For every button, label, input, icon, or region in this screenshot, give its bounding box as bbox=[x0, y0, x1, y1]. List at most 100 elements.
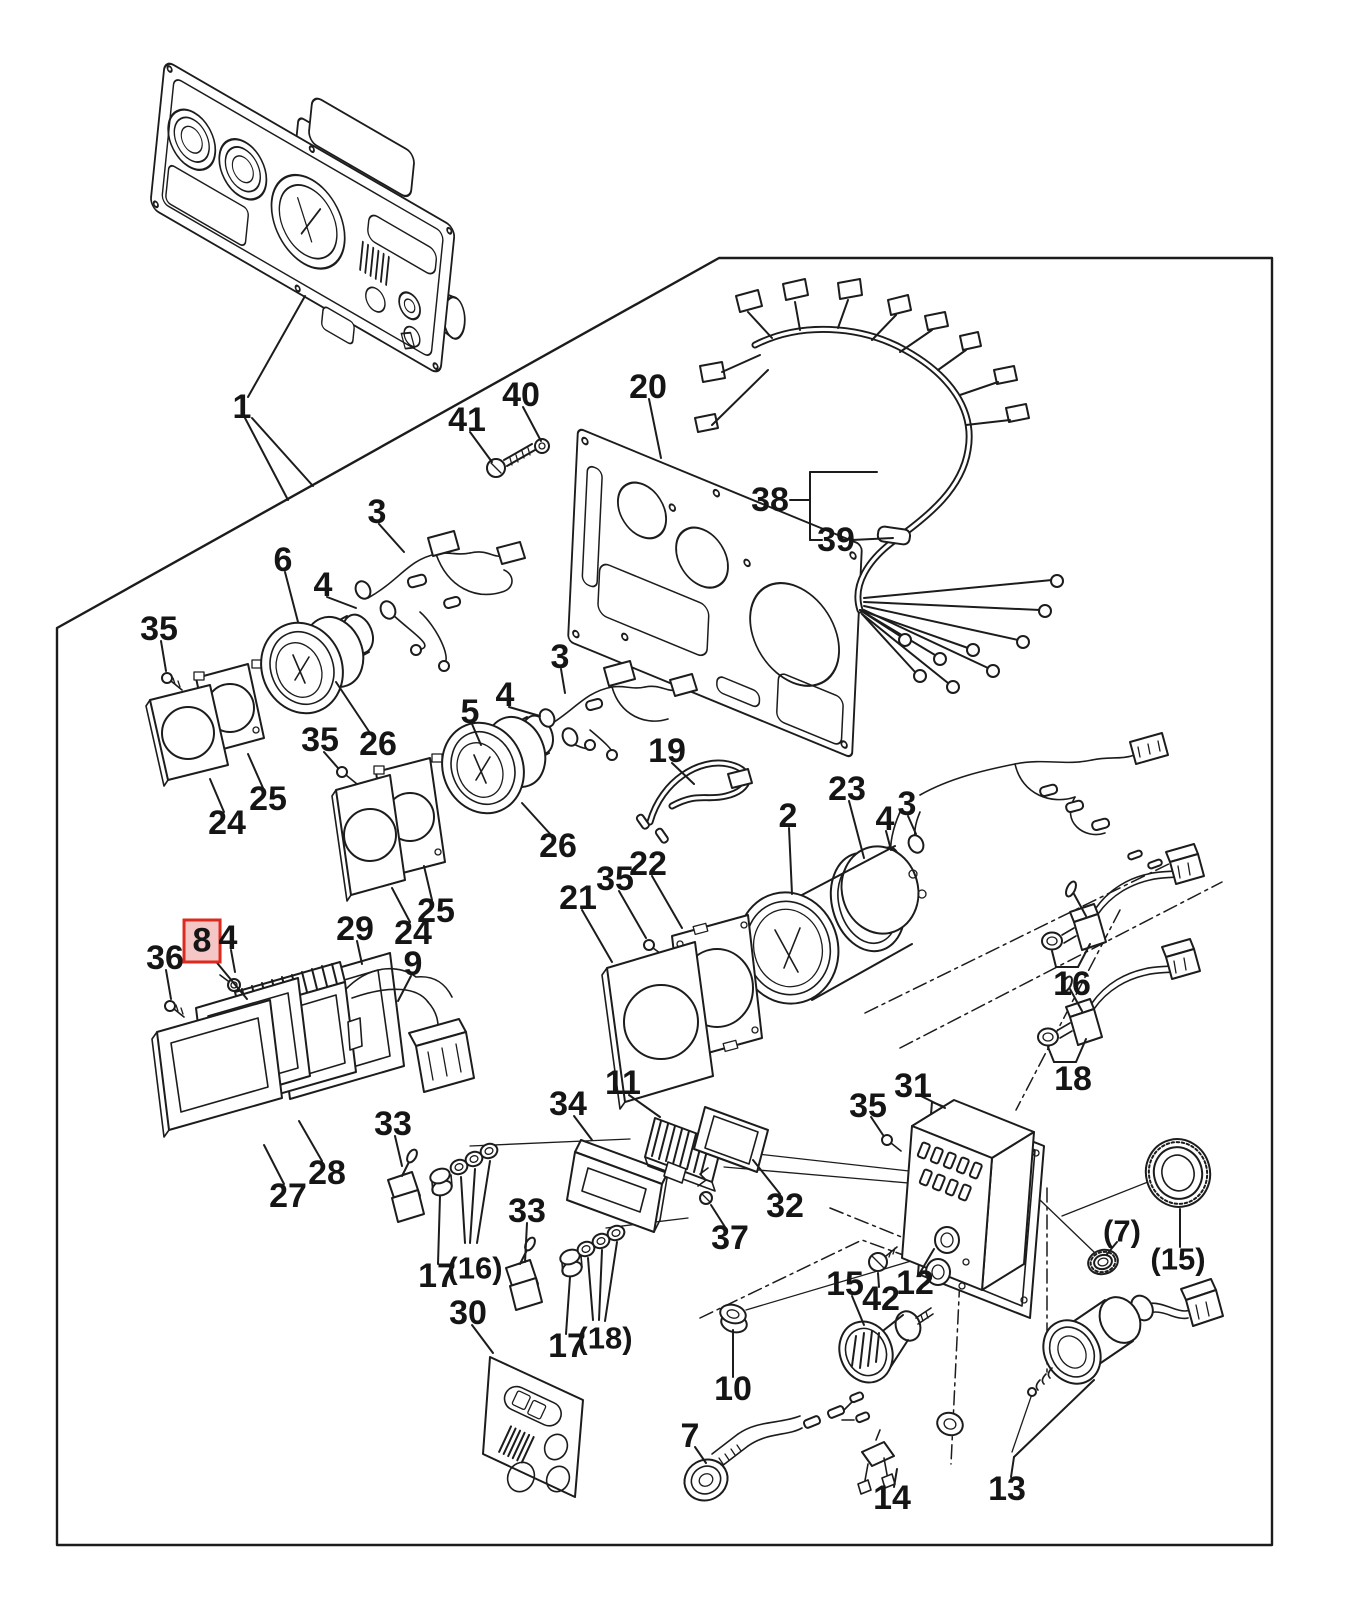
grommet-14-drawing bbox=[936, 1411, 964, 1437]
switch-33b-drawing bbox=[505, 1236, 543, 1311]
plate-34-drawing bbox=[566, 1139, 669, 1233]
leader-line-14 bbox=[893, 1468, 898, 1488]
washers-16-drawing bbox=[449, 1142, 499, 1176]
leader-line-4 bbox=[326, 596, 357, 609]
leader-line-25 bbox=[423, 865, 433, 901]
leader-line-12 bbox=[920, 1248, 935, 1272]
callout-24-12: 24 bbox=[208, 804, 246, 842]
leader-line-(16) bbox=[476, 1160, 491, 1244]
leader-line-11 bbox=[628, 1094, 661, 1118]
leader-line-4 bbox=[508, 706, 541, 717]
leader-line-6 bbox=[284, 571, 299, 623]
leader-line-32 bbox=[752, 1159, 781, 1195]
callout-21-20: 21 bbox=[559, 879, 597, 917]
leader-line-13 bbox=[1013, 1379, 1095, 1458]
leader-line-35 bbox=[323, 751, 339, 769]
callout-28-34: 28 bbox=[308, 1154, 346, 1192]
leader-line-15 bbox=[851, 1295, 865, 1326]
callout-4-30: 4 bbox=[218, 919, 238, 957]
callout-10-46: 10 bbox=[714, 1370, 752, 1408]
callout-25-11: 25 bbox=[249, 780, 287, 818]
leader-line-(16) bbox=[460, 1176, 466, 1244]
leader-line-35 bbox=[870, 1116, 884, 1136]
washer-40-drawing bbox=[534, 438, 550, 454]
leader-line-31 bbox=[920, 1095, 946, 1109]
key-switch-drawing bbox=[1027, 1278, 1224, 1397]
callout-15-58: (15) bbox=[1150, 1241, 1206, 1277]
leader-line-26 bbox=[521, 802, 553, 837]
leader-line-27 bbox=[263, 1144, 285, 1185]
callout-3-16: 3 bbox=[550, 638, 570, 676]
leader-line-17 bbox=[565, 1276, 571, 1335]
lamp-6-drawing bbox=[260, 613, 374, 715]
leader-line-30 bbox=[471, 1324, 494, 1354]
frame-21-drawing bbox=[601, 941, 714, 1110]
leader-line-25 bbox=[247, 753, 264, 789]
callout-42-49: 42 bbox=[862, 1280, 900, 1318]
callout-17-44: 17 bbox=[548, 1327, 586, 1365]
leader-line-20 bbox=[648, 398, 662, 459]
leader-line-24 bbox=[209, 778, 225, 813]
leader-line-(18) bbox=[598, 1249, 603, 1321]
leader-line-34 bbox=[573, 1115, 593, 1141]
callout-36-28: 36 bbox=[146, 939, 184, 977]
callout-27-33: 27 bbox=[269, 1177, 307, 1215]
callout-30-42: 30 bbox=[449, 1294, 487, 1332]
leader-line-40 bbox=[522, 406, 542, 442]
callout-7-47: 7 bbox=[680, 1417, 700, 1455]
callout-4-25: 4 bbox=[875, 800, 895, 838]
callout-31-54: 31 bbox=[894, 1067, 932, 1105]
leader-line-21 bbox=[581, 909, 613, 963]
leader-line-1 bbox=[251, 417, 314, 487]
callout-33-35: 33 bbox=[374, 1105, 412, 1143]
callout-6-7: 6 bbox=[273, 541, 293, 579]
harness-3b-drawing bbox=[538, 660, 698, 761]
leader-line-1 bbox=[247, 295, 306, 398]
callout-7-57: (7) bbox=[1103, 1213, 1141, 1249]
callout-22-22: 22 bbox=[629, 845, 667, 883]
callout-26-17: 26 bbox=[539, 827, 577, 865]
leader-line-16 bbox=[1051, 950, 1057, 968]
callout-14-51: 14 bbox=[873, 1479, 911, 1517]
callout-39-5: 39 bbox=[817, 521, 855, 559]
leader-line-7 bbox=[694, 1446, 707, 1464]
switch-33a-drawing bbox=[387, 1148, 425, 1223]
toggle-switch-18-drawing bbox=[1037, 938, 1201, 1047]
leader-line-35 bbox=[160, 640, 167, 672]
leader-line-13 bbox=[1010, 1456, 1015, 1478]
fuel-gauge-2-drawing bbox=[736, 845, 927, 1005]
instrument-panel-assembly-drawing bbox=[150, 62, 466, 373]
callout-5-14: 5 bbox=[460, 693, 480, 731]
callout-23-24: 23 bbox=[828, 770, 866, 808]
lamp-5-drawing bbox=[441, 714, 554, 815]
leader-line-29 bbox=[356, 940, 363, 965]
wiring-harness-38-drawing bbox=[694, 278, 1064, 694]
callout-15-48: 15 bbox=[826, 1265, 864, 1303]
leader-line-22 bbox=[651, 875, 683, 929]
leader-line-33 bbox=[524, 1222, 528, 1263]
leader-line-8 bbox=[212, 957, 248, 1000]
washer-10-drawing bbox=[719, 1303, 748, 1334]
leader-line-26 bbox=[335, 681, 371, 734]
callout-19-27: 19 bbox=[648, 732, 686, 770]
diagram-border bbox=[55, 256, 1274, 1547]
leader-line-42 bbox=[877, 1272, 880, 1288]
fuse-box-12-drawing bbox=[901, 1099, 1035, 1291]
callout-16-41: (16) bbox=[447, 1250, 503, 1286]
callout-9-32: 9 bbox=[403, 945, 423, 983]
callout-12-50: 12 bbox=[896, 1264, 934, 1302]
leader-line-5 bbox=[471, 723, 482, 746]
callout-2-23: 2 bbox=[778, 797, 798, 835]
harness-3c-drawing bbox=[882, 732, 1169, 870]
screw-35d-drawing bbox=[881, 1134, 902, 1152]
leader-line-(16) bbox=[469, 1168, 476, 1244]
fuse-39-drawing bbox=[876, 525, 912, 546]
toggle-switch-16-drawing bbox=[1041, 843, 1205, 951]
callout-41-1: 41 bbox=[448, 401, 486, 439]
leader-line-3 bbox=[907, 815, 917, 835]
knurled-nut-7-drawing bbox=[1087, 1248, 1119, 1276]
leader-line-16 bbox=[1077, 943, 1091, 968]
leader-line-39 bbox=[851, 537, 894, 541]
